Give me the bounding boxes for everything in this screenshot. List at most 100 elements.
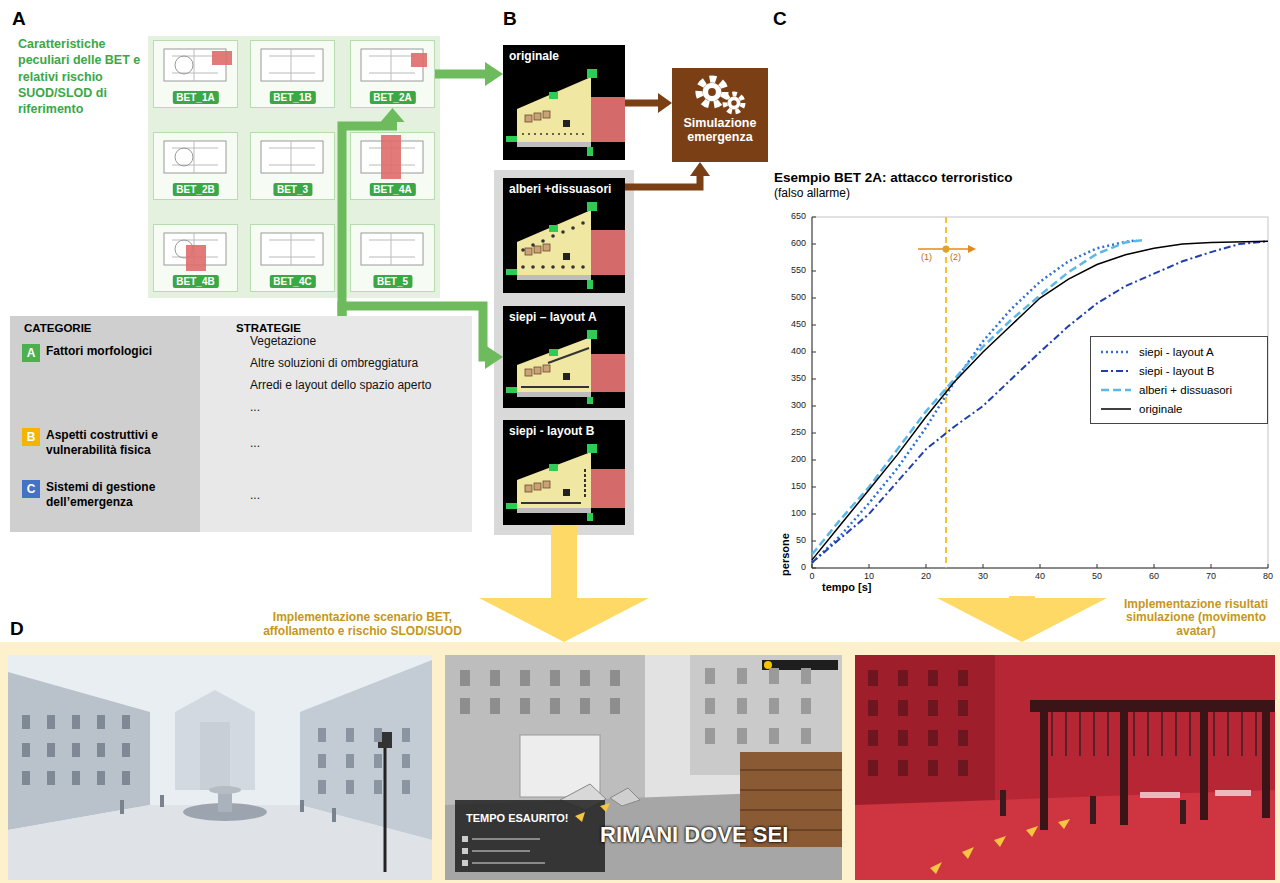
site-thumbnail: BET_4A [350,132,435,200]
variant-title: siepi – layout A [503,306,625,328]
window [47,715,55,729]
screenshot-avatars [1030,700,1275,712]
window [460,670,470,686]
window [801,728,811,744]
y-tick-label: 350 [772,373,806,384]
plan-lines [269,233,315,265]
sidewalk [517,275,591,280]
legend-label: siepi - layout A [1139,346,1214,358]
window [705,668,715,684]
windows [22,715,130,785]
chart-subtitle: (falso allarme) [768,185,1276,200]
screenshot-game [472,839,545,863]
window [490,698,500,714]
window [97,771,105,785]
arrow-head [690,162,710,176]
screenshot-square [8,655,432,880]
window [737,728,747,744]
y-tick [812,568,816,569]
window [580,698,590,714]
tree-dot [561,230,565,234]
plan-outline [164,141,226,173]
screenshot-avatars [1058,819,1070,829]
screenshot-avatars [1140,792,1180,798]
panel-caption: Caratteristiche peculiari delle BET e re… [18,36,143,117]
street-zone [591,97,625,142]
legend-row: siepi - layout A [1099,342,1259,361]
screenshot-square [160,795,164,807]
gear-icon [672,70,768,116]
y-tick [812,487,816,488]
screenshot-avatars [1090,796,1096,824]
flow-arrow [625,93,672,113]
window [928,670,938,686]
strategy-item: Altre soluzioni di ombreggiatura [250,356,418,370]
y-tick-label: 600 [772,238,806,249]
x-tick-label: 10 [854,571,884,582]
screenshot-square [332,808,336,822]
x-tick-label: 20 [911,571,941,582]
screenshot-avatars [1120,700,1128,825]
y-tick-label: 100 [772,508,806,519]
simulation-box: Simulazione emergenza [672,68,768,162]
screenshot-avatars [1040,700,1048,830]
path-dot [546,133,548,135]
flow-arrow [937,596,1107,642]
windows [318,728,410,794]
time-marker [943,246,950,253]
variant-group [494,170,634,535]
sidewalk [517,508,591,513]
site-sketch [251,43,334,89]
x-tick [926,564,927,568]
y-tick [812,298,816,299]
window [769,728,779,744]
screenshot-avatars [1026,826,1038,837]
kiosk [563,489,570,496]
tree-dot [521,248,525,252]
windows [460,670,620,714]
bollard-dot [581,265,585,269]
site-thumbnail: BET_1A [153,40,238,108]
window [22,715,30,729]
x-tick-label: 0 [797,571,827,582]
flow-arrow-shape [937,596,1107,642]
screenshot-square [8,672,150,830]
path-dot [522,133,524,135]
exit-mark [506,136,517,142]
screenshot-game [462,848,468,854]
category-letter: B [22,428,40,446]
y-tick [812,217,816,218]
gear-body [703,83,722,102]
layout-variant: siepi – layout A [503,306,625,408]
legend-sample [1099,385,1133,395]
screenshot-game [740,770,842,830]
path-dot [570,133,572,135]
exit-mark [587,397,593,404]
site-tag: BET_4A [369,183,415,196]
gear-teeth [699,79,725,105]
simulation-label: Simulazione emergenza [672,68,768,153]
window [898,730,908,746]
legend-sample [1099,347,1133,357]
window [346,728,354,742]
exit-mark [549,349,558,356]
x-tick [812,564,813,568]
site-thumbnail: BET_1B [250,40,335,108]
panel-letter: B [503,8,517,30]
table [534,367,541,374]
tree-dot [541,239,545,243]
game-message: TEMPO ESAURITO! [466,812,568,824]
window [346,754,354,768]
window [737,668,747,684]
site-tag: BET_3 [273,183,312,196]
screenshot-game [462,860,468,866]
axis-title: tempo [s] [822,581,872,594]
strategy-item: Vegetazione [250,334,316,348]
site-tag: BET_1A [172,91,218,104]
x-tick-label: 80 [1253,571,1280,582]
screenshot-game [455,800,605,872]
screenshot-avatars [855,655,995,805]
flow-arrow [435,62,503,86]
arrow-line [625,175,700,187]
